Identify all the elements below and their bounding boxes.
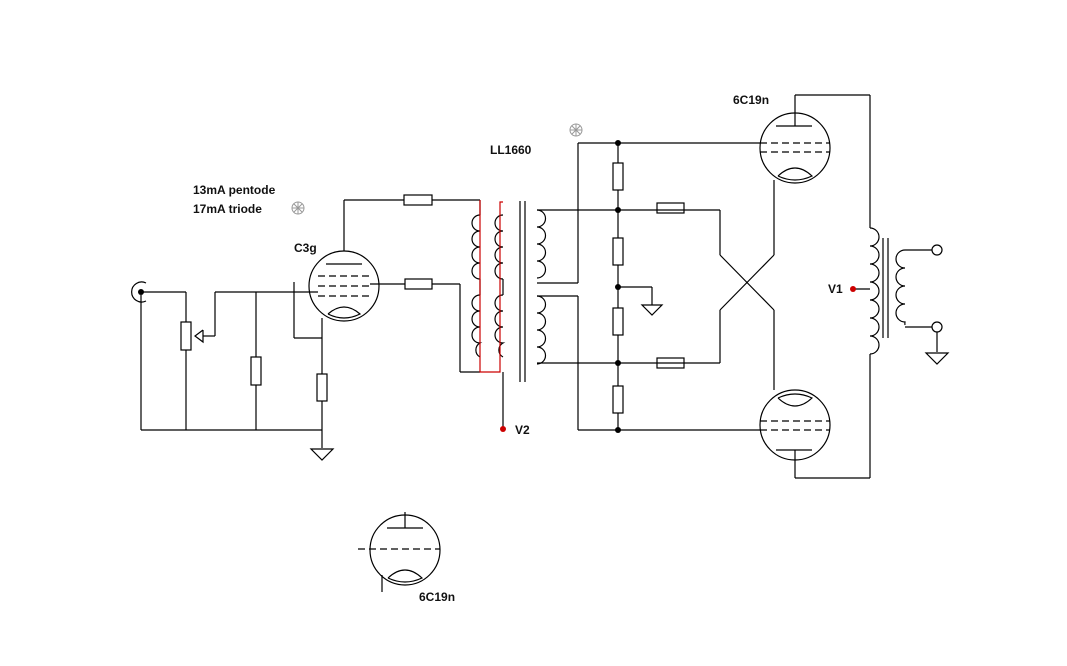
input-tube-label: C3g bbox=[294, 241, 317, 255]
output-tube-top-label: 6C19n bbox=[733, 93, 769, 107]
v1-label: V1 bbox=[828, 282, 843, 296]
output-tube-top bbox=[759, 95, 831, 184]
marker-icon bbox=[569, 123, 583, 137]
output-tube-bottom bbox=[759, 389, 831, 478]
plate-wiring bbox=[344, 194, 481, 373]
c3g-pentode-tube bbox=[308, 200, 405, 322]
grid-resistor bbox=[250, 292, 262, 430]
marker-icon bbox=[291, 201, 305, 215]
input-wiring bbox=[140, 291, 323, 448]
volume-potentiometer bbox=[180, 291, 318, 351]
v2-supply-node bbox=[500, 426, 506, 432]
cathode-resistor bbox=[293, 282, 328, 430]
v1-supply-node bbox=[850, 286, 856, 292]
triode-current-label: 17mA triode bbox=[193, 202, 262, 216]
6c19n-reference-tube bbox=[358, 512, 441, 592]
output-transformer bbox=[795, 94, 950, 479]
bias-network bbox=[537, 140, 775, 433]
transformer-label: LL1660 bbox=[490, 143, 532, 157]
v2-label: V2 bbox=[515, 423, 530, 437]
ground-symbol-input bbox=[309, 448, 335, 461]
ll1660-interstage-transformer bbox=[471, 200, 547, 428]
pentode-current-label: 13mA pentode bbox=[193, 183, 276, 197]
reference-tube-label: 6C19n bbox=[419, 590, 455, 604]
